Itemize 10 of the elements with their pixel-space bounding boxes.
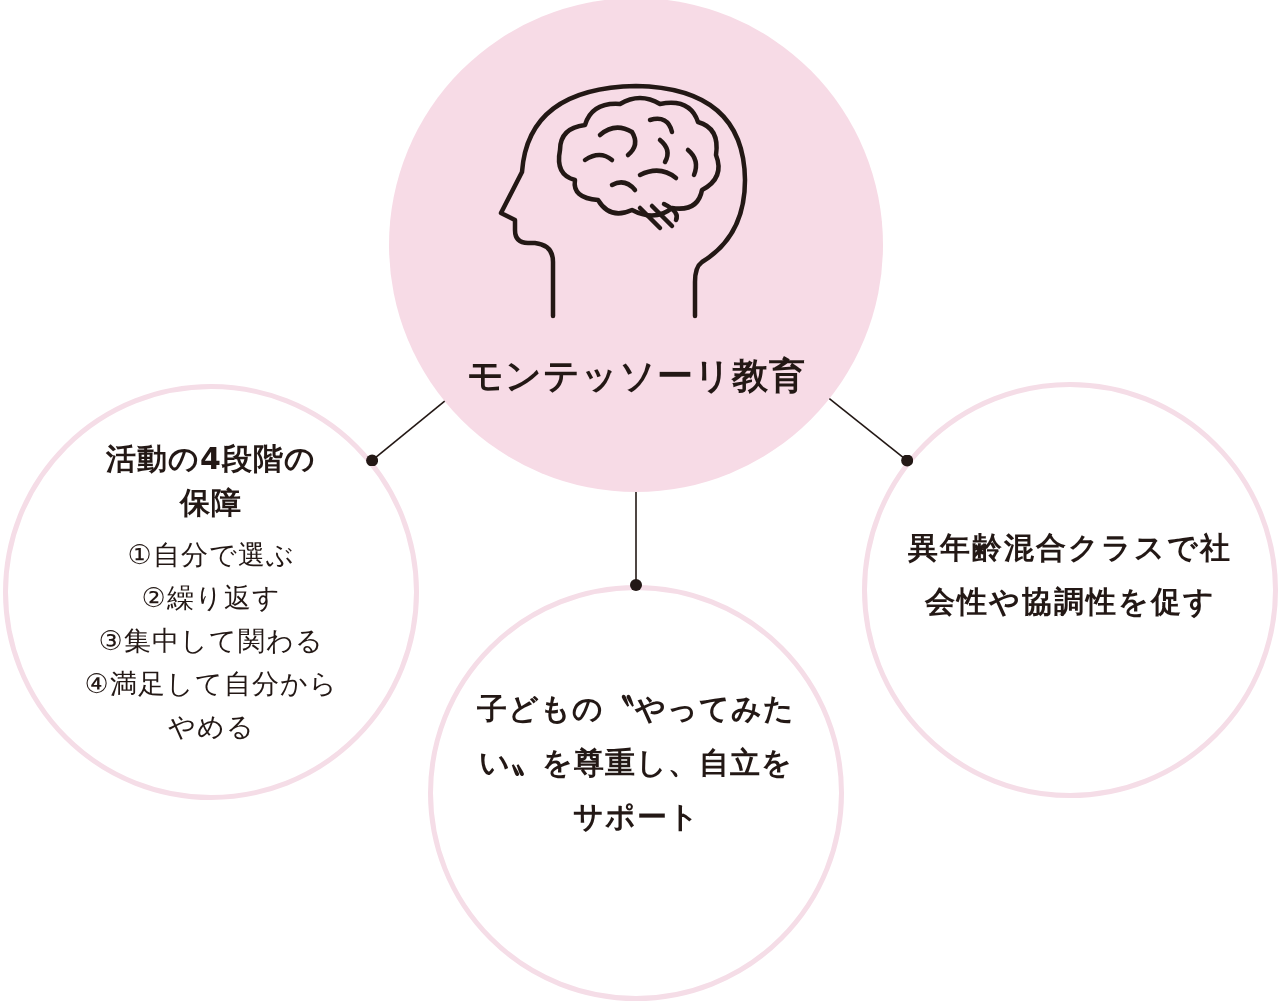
connector-line — [630, 491, 642, 591]
title-text: モンテッソーリ教育 — [465, 354, 807, 398]
list-item-text: ①自分で選ぶ — [126, 537, 296, 572]
point-text: 子どもの〝やってみたい〟を尊重し、自立をサポート — [476, 690, 796, 836]
list-item-text: ③集中して関わる — [97, 623, 325, 658]
point-text: 異年齢混合クラスで社会性や協調性を促す — [907, 529, 1233, 621]
connector-line — [828, 397, 914, 467]
list-item-text: ④満足して自分からやめる — [83, 666, 339, 744]
list-item-text: ②繰り返す — [140, 580, 282, 615]
heading-text: 活動の4段階の保障 — [105, 439, 317, 522]
